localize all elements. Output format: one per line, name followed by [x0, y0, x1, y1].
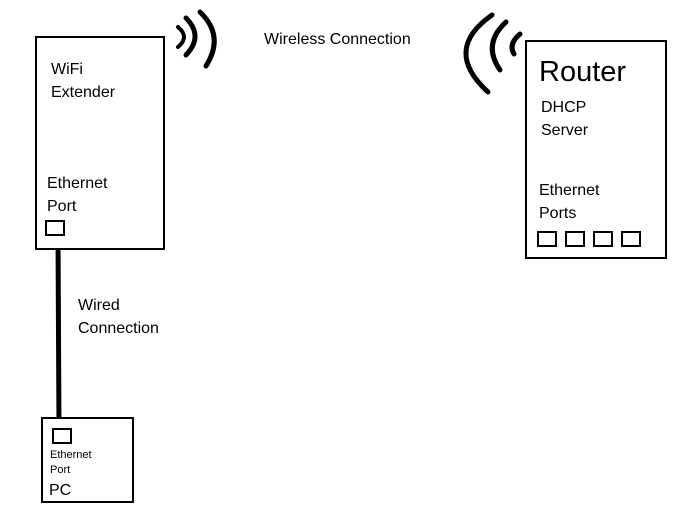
pc-title: PC	[49, 482, 72, 499]
router-signal-icon	[463, 12, 523, 95]
router-ethernet-port-3	[593, 231, 613, 247]
dhcp-server-label: DHCP Server	[541, 99, 589, 139]
wifi-extender-title: WiFi Extender	[51, 61, 116, 101]
wifi-extender-box: WiFi Extender Ethernet Port	[35, 36, 165, 250]
router-title: Router	[539, 56, 627, 88]
extender-ethernet-port	[45, 220, 65, 236]
pc-ethernet-port-label: Ethernet Port	[50, 449, 92, 476]
router-ethernet-ports-label: Ethernet Ports	[539, 182, 600, 222]
pc-box: Ethernet Port PC	[41, 417, 134, 503]
wired-connection-line	[55, 233, 62, 433]
router-ethernet-port-2	[565, 231, 585, 247]
wired-connection-label: Wired Connection	[78, 297, 159, 337]
extender-signal-icon	[176, 9, 217, 69]
router-ethernet-port-1	[537, 231, 557, 247]
router-box: Router DHCP Server Ethernet Ports	[525, 40, 667, 259]
pc-ethernet-port	[52, 428, 72, 444]
extender-ethernet-port-label: Ethernet Port	[47, 175, 108, 215]
router-ethernet-port-4	[621, 231, 641, 247]
wireless-connection-label: Wireless Connection	[264, 31, 411, 48]
